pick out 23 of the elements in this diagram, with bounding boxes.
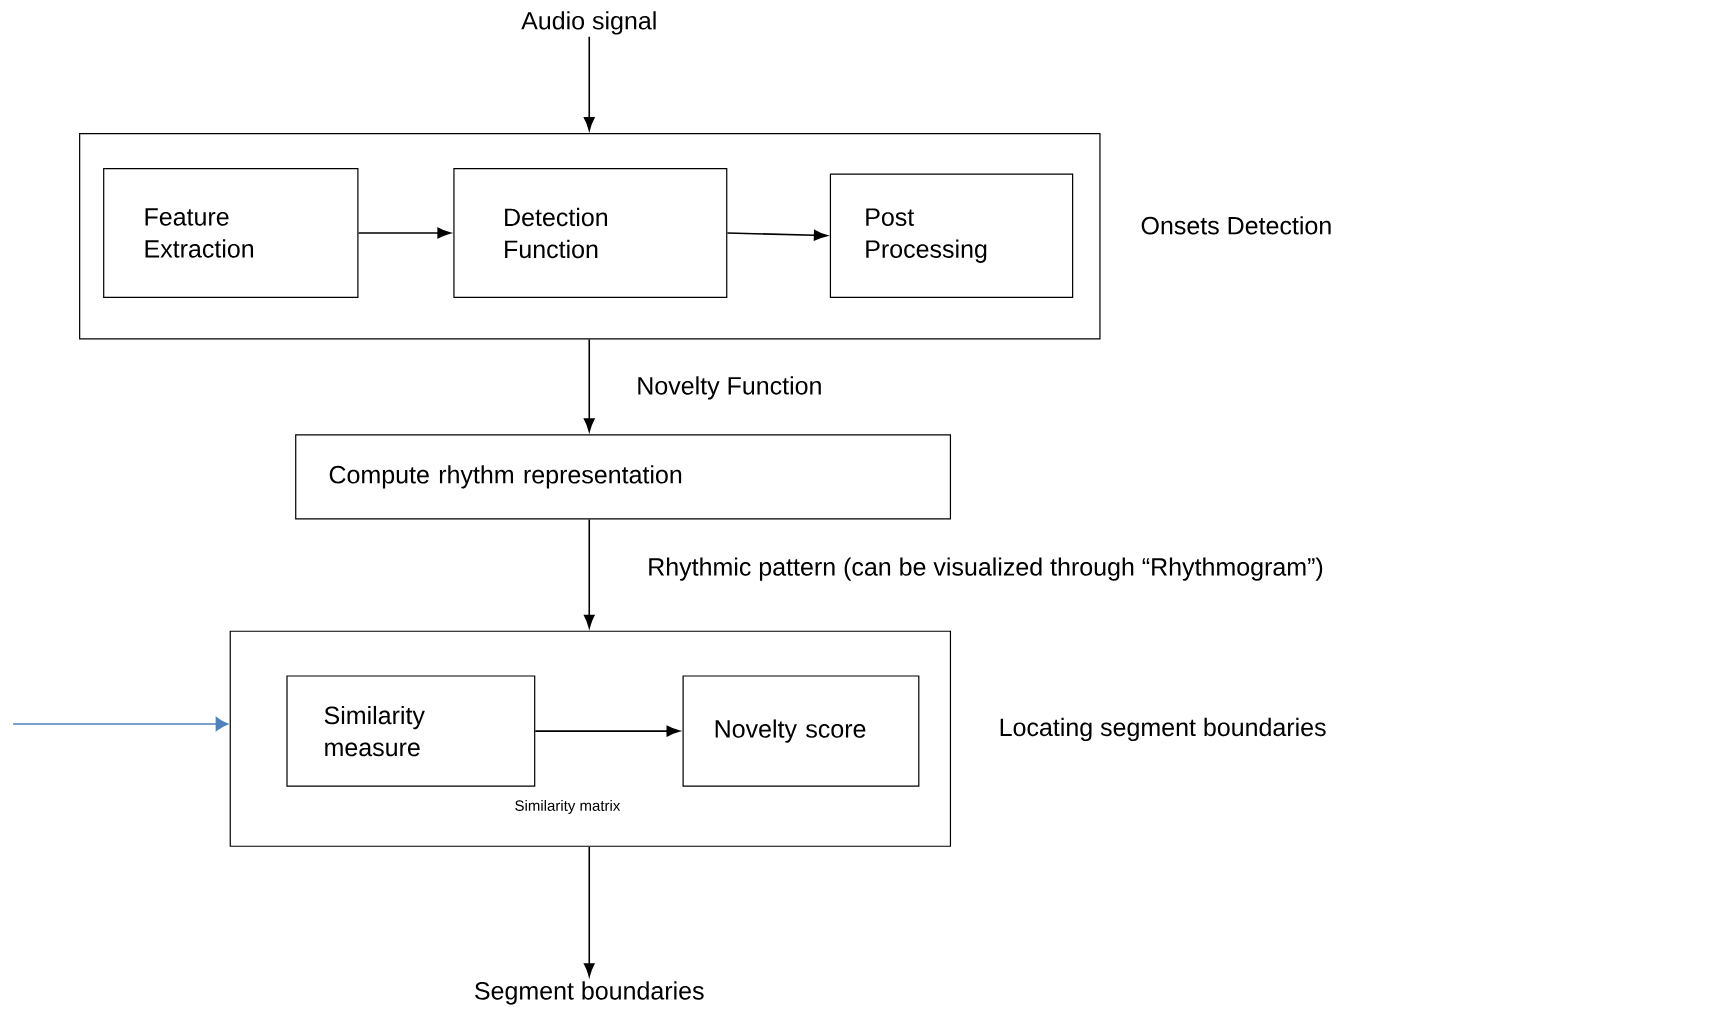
arrow bbox=[583, 338, 595, 432]
process-box: Novelty score bbox=[682, 675, 920, 787]
arrow bbox=[12, 716, 229, 731]
group-box bbox=[229, 630, 952, 847]
arrow bbox=[583, 846, 595, 977]
process-box: Similarity measure bbox=[286, 675, 536, 787]
process-box: Compute rhythm representation bbox=[295, 434, 952, 520]
arrow bbox=[583, 518, 595, 629]
arrow bbox=[357, 227, 451, 239]
stage-label: Onsets Detection bbox=[1141, 216, 1331, 235]
arrow bbox=[583, 35, 595, 131]
arrow bbox=[534, 725, 680, 737]
signal-label: Segment boundaries bbox=[475, 981, 704, 1005]
group-box bbox=[79, 133, 1101, 340]
process-box: Detection Function bbox=[453, 167, 728, 298]
process-box: Feature Extraction bbox=[103, 167, 359, 298]
edge-label: Similarity matrix bbox=[515, 799, 621, 814]
signal-label: Audio signal bbox=[521, 11, 656, 35]
arrow bbox=[726, 229, 828, 241]
edge-label: Rhythmic pattern (can be visualized through “Rhythmogram”) bbox=[649, 557, 1323, 581]
stage-label: Locating segment boundaries bbox=[1000, 717, 1326, 742]
process-box: Post Processing bbox=[829, 173, 1074, 298]
edge-label: Novelty Function bbox=[638, 376, 821, 400]
